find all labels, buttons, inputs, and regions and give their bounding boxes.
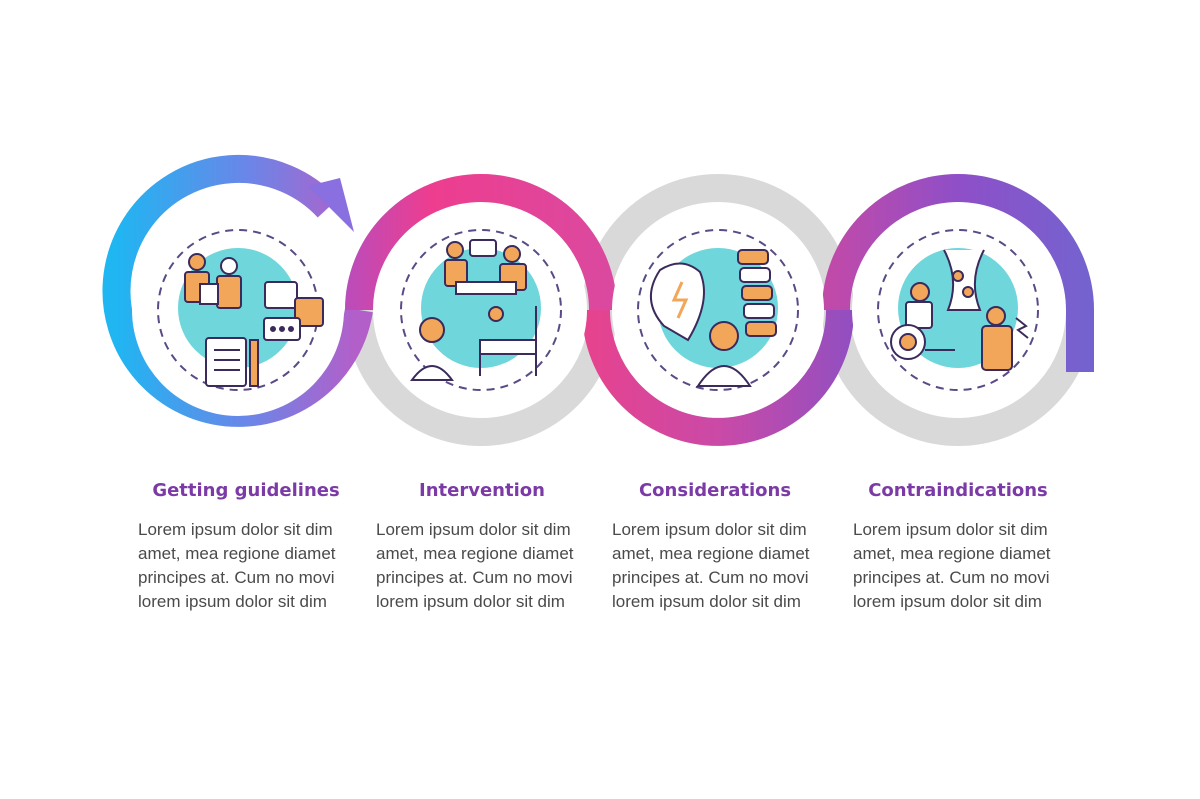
gradient-path [102,154,1094,446]
arc-segment-3 [582,309,854,446]
step-2-title: Intervention [419,480,545,501]
step-2-line-1: Lorem ipsum dolor sit dim [376,520,571,539]
step-2-description: Lorem ipsum dolor sit dim amet, mea regi… [376,518,616,614]
step-1-line-4: lorem ipsum dolor sit dim [138,592,327,611]
step-4-illustration [852,204,1064,416]
wheelchair-blood-vessel-icon [890,249,1029,371]
step-1-illustration [132,204,344,416]
step-1-line-2: amet, mea regione diamet [138,544,336,563]
step-3-description: Lorem ipsum dolor sit dim amet, mea regi… [612,518,852,614]
dashed-ring-3 [637,229,799,391]
dashed-ring-2 [400,229,562,391]
heart-spine-pain-icon [649,249,777,387]
step-2-line-2: amet, mea regione diamet [376,544,574,563]
step-3-title: Considerations [638,480,792,501]
step-3-line-4: lorem ipsum dolor sit dim [612,592,801,611]
step-4-line-3: principes at. Cum no movi [853,568,1050,587]
step-3-line-1: Lorem ipsum dolor sit dim [612,520,807,539]
step-3-line-2: amet, mea regione diamet [612,544,810,563]
step-3-line-3: principes at. Cum no movi [612,568,809,587]
step-4-line-2: amet, mea regione diamet [853,544,1051,563]
step-2-illustration [375,204,587,416]
step-4-line-4: lorem ipsum dolor sit dim [853,592,1042,611]
step-1-line-1: Lorem ipsum dolor sit dim [138,520,333,539]
arc-segment-2 [345,174,617,311]
step-2-line-4: lorem ipsum dolor sit dim [376,592,565,611]
step-4-title: Contraindications [868,480,1048,501]
step-1-description: Lorem ipsum dolor sit dim amet, mea regi… [138,518,378,614]
arc-segment-4 [822,174,1094,372]
nurse-hospital-bed-icon [410,239,537,381]
arc-segment-1 [102,154,373,427]
dashed-ring-4 [877,229,1039,391]
step-4-line-1: Lorem ipsum dolor sit dim [853,520,1048,539]
step-3-illustration [612,204,824,416]
step-1-line-3: principes at. Cum no movi [138,568,335,587]
doctor-patient-consultation-icon [184,253,324,387]
step-2-line-3: principes at. Cum no movi [376,568,573,587]
step-1-title: Getting guidelines [152,480,340,501]
arrow-head [308,178,354,232]
step-4-description: Lorem ipsum dolor sit dim amet, mea regi… [853,518,1093,614]
